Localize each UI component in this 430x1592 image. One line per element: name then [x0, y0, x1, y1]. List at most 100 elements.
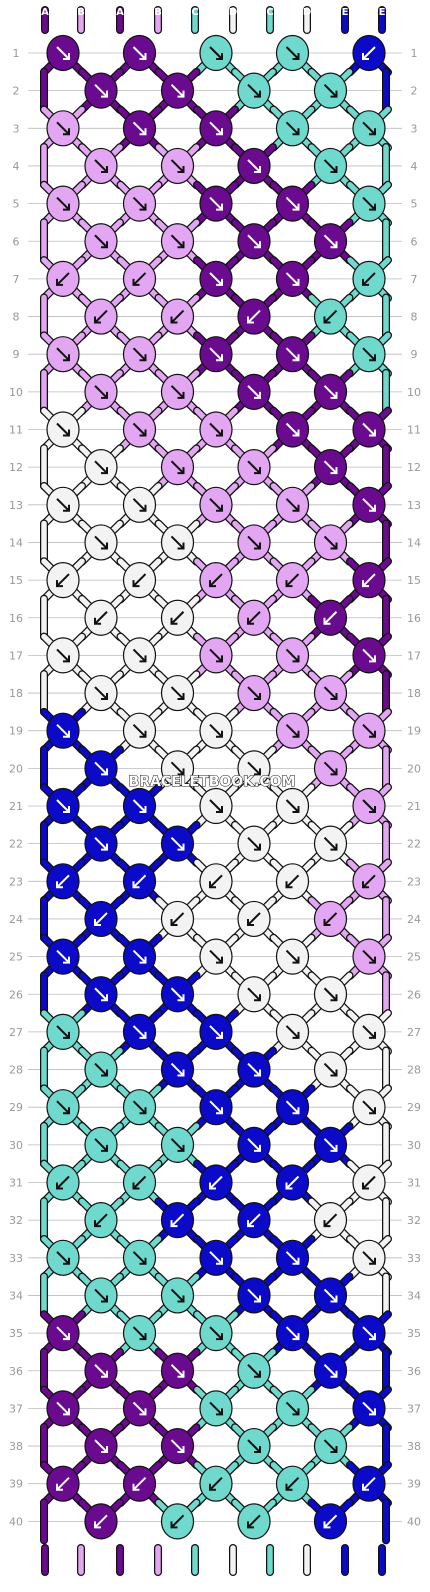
knot-arrowhead-icon — [101, 1069, 108, 1077]
knot-arrow-icon — [209, 1476, 223, 1491]
row-number-right: 25 — [407, 951, 421, 964]
knot — [122, 1390, 157, 1427]
row-number-right: 10 — [407, 386, 421, 399]
knot-arrowhead-icon — [292, 128, 300, 136]
knot-arrowhead-icon — [292, 1107, 300, 1115]
knot — [199, 486, 233, 523]
knot — [160, 449, 195, 486]
knot-arrowhead-icon — [330, 693, 338, 701]
knot — [313, 1202, 348, 1239]
knot-arrowhead-icon — [292, 504, 300, 512]
knot-arrowhead-icon — [254, 843, 261, 851]
knot — [199, 1013, 233, 1051]
row-number-right: 17 — [407, 649, 421, 662]
knot-arrow-icon — [323, 1062, 338, 1077]
knot — [122, 486, 157, 523]
row-number-left: 1 — [13, 47, 20, 60]
row-number-left: 11 — [9, 424, 23, 437]
knot-arrow-icon — [247, 1439, 261, 1453]
knot-arrowhead-icon — [330, 843, 338, 851]
knot-arrow-icon — [94, 385, 108, 399]
knot-arrow-icon — [132, 1401, 147, 1416]
knot-arrow-icon — [132, 1175, 147, 1190]
knot-arrow-icon — [362, 1175, 376, 1190]
knot — [46, 110, 80, 147]
knot-arrow-icon — [56, 347, 70, 361]
knot-arrowhead-icon — [170, 1220, 178, 1228]
knot-arrowhead-icon — [101, 165, 108, 173]
knot-arrowhead-icon — [209, 881, 216, 889]
knot-arrowhead-icon — [292, 806, 300, 813]
knot — [199, 1239, 233, 1276]
knot-arrowhead-icon — [177, 1446, 185, 1454]
knot-arrow-icon — [362, 949, 376, 964]
knot-arrowhead-icon — [247, 1521, 254, 1529]
knot-arrow-icon — [170, 1138, 185, 1152]
knot — [352, 1164, 386, 1201]
knot-arrow-icon — [94, 1213, 108, 1227]
knot-arrowhead-icon — [177, 843, 185, 851]
knot — [160, 373, 195, 410]
knot-arrowhead-icon — [101, 391, 108, 399]
knot-arrow-icon — [132, 1476, 147, 1491]
knot — [313, 373, 348, 410]
knot-arrow-icon — [56, 196, 70, 211]
knot — [352, 637, 386, 674]
knot — [237, 1277, 271, 1314]
knot — [352, 938, 386, 975]
row-number-right: 24 — [407, 913, 421, 926]
knot-arrow-icon — [247, 761, 261, 776]
knot — [84, 674, 118, 712]
row-number-left: 35 — [9, 1327, 23, 1340]
knot-arrowhead-icon — [101, 90, 108, 98]
row-number-left: 24 — [9, 913, 23, 926]
knot-arrowhead-icon — [254, 391, 261, 399]
knot-arrowhead-icon — [292, 53, 300, 60]
knot-grid — [46, 34, 386, 1540]
knot-arrowhead-icon — [216, 956, 223, 964]
knot — [160, 599, 195, 636]
row-number-right: 8 — [411, 311, 418, 324]
knot-arrow-icon — [170, 309, 185, 324]
knot-arrow-icon — [285, 422, 300, 437]
knot-arrow-icon — [362, 498, 376, 512]
knot — [122, 561, 157, 599]
knot — [122, 637, 157, 674]
knot-arrow-icon — [132, 1025, 147, 1039]
strand-label-bottom: B — [77, 1577, 85, 1588]
knot-arrowhead-icon — [63, 203, 70, 211]
knot-arrowhead-icon — [254, 768, 261, 776]
knot-arrow-icon — [56, 1251, 70, 1265]
knot-arrowhead-icon — [292, 1257, 300, 1265]
knot — [313, 599, 348, 636]
knot-arrowhead-icon — [254, 467, 261, 475]
knot-arrow-icon — [56, 1100, 70, 1114]
knot-arrow-icon — [323, 987, 338, 1001]
knot-arrow-icon — [323, 159, 338, 173]
knot — [352, 1089, 386, 1126]
knot — [313, 72, 348, 109]
knot-arrowhead-icon — [139, 354, 147, 362]
knot — [46, 1390, 80, 1427]
knot-arrowhead-icon — [254, 693, 261, 701]
knot — [352, 863, 386, 900]
knot-arrow-icon — [132, 648, 147, 663]
knot-arrow-icon — [323, 460, 338, 474]
knot-arrowhead-icon — [247, 316, 254, 324]
knot-arrowhead-icon — [369, 429, 376, 437]
knot-arrowhead-icon — [63, 1333, 70, 1341]
knot — [122, 1465, 157, 1502]
knot-arrow-icon — [285, 1100, 300, 1114]
knot — [46, 1164, 80, 1201]
row-number-left: 40 — [9, 1515, 23, 1528]
knot-arrow-icon — [56, 949, 70, 964]
knot-arrow-icon — [323, 1213, 338, 1227]
knot — [122, 411, 157, 448]
knot-arrow-icon — [209, 1100, 223, 1114]
knot-arrowhead-icon — [216, 203, 223, 211]
knot-arrow-icon — [247, 1514, 261, 1529]
knot-arrowhead-icon — [216, 53, 223, 60]
knot-arrowhead-icon — [177, 241, 185, 249]
knot-arrow-icon — [56, 1175, 70, 1190]
knot-arrow-icon — [247, 159, 261, 173]
